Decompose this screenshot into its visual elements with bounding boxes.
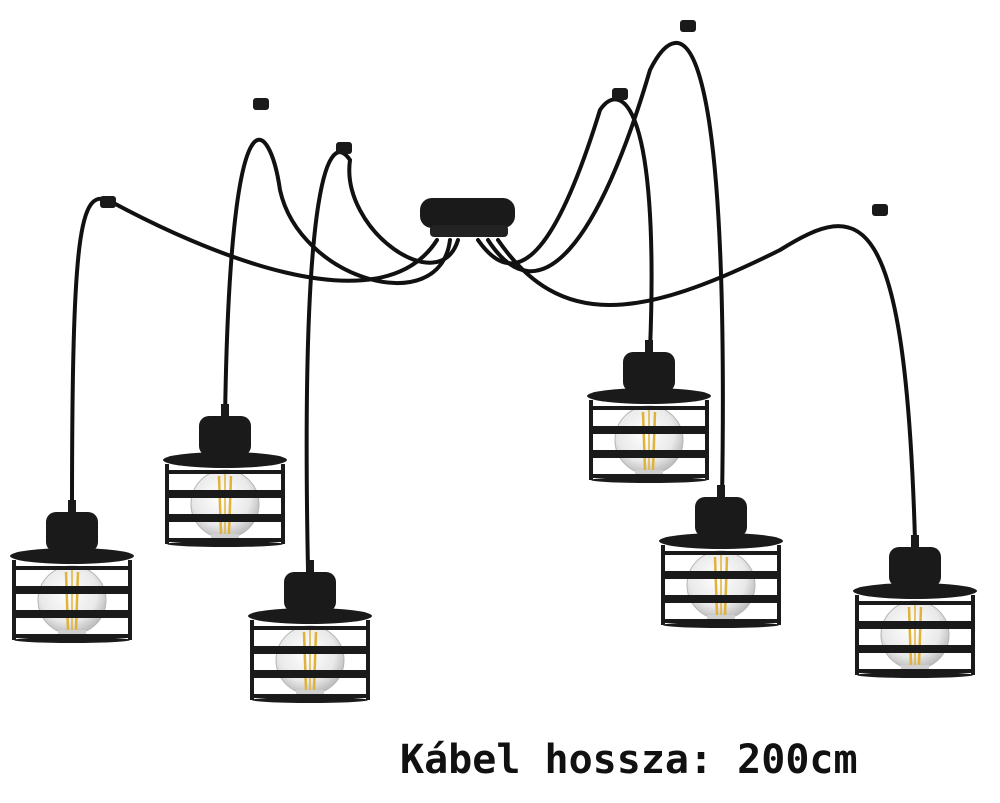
pendant-lamp-1 [8,500,136,645]
pendant-lamp-4 [585,340,713,485]
pendant-lamp-2 [161,404,289,549]
ceiling-canopy [420,198,515,237]
pendant-lamp-3 [246,560,374,705]
pendant-lamp-5 [657,485,785,630]
cable-grips [100,20,888,216]
cable-length-caption: Kábel hossza: 200cm [400,737,858,783]
pendant-lamp-6 [851,535,979,680]
